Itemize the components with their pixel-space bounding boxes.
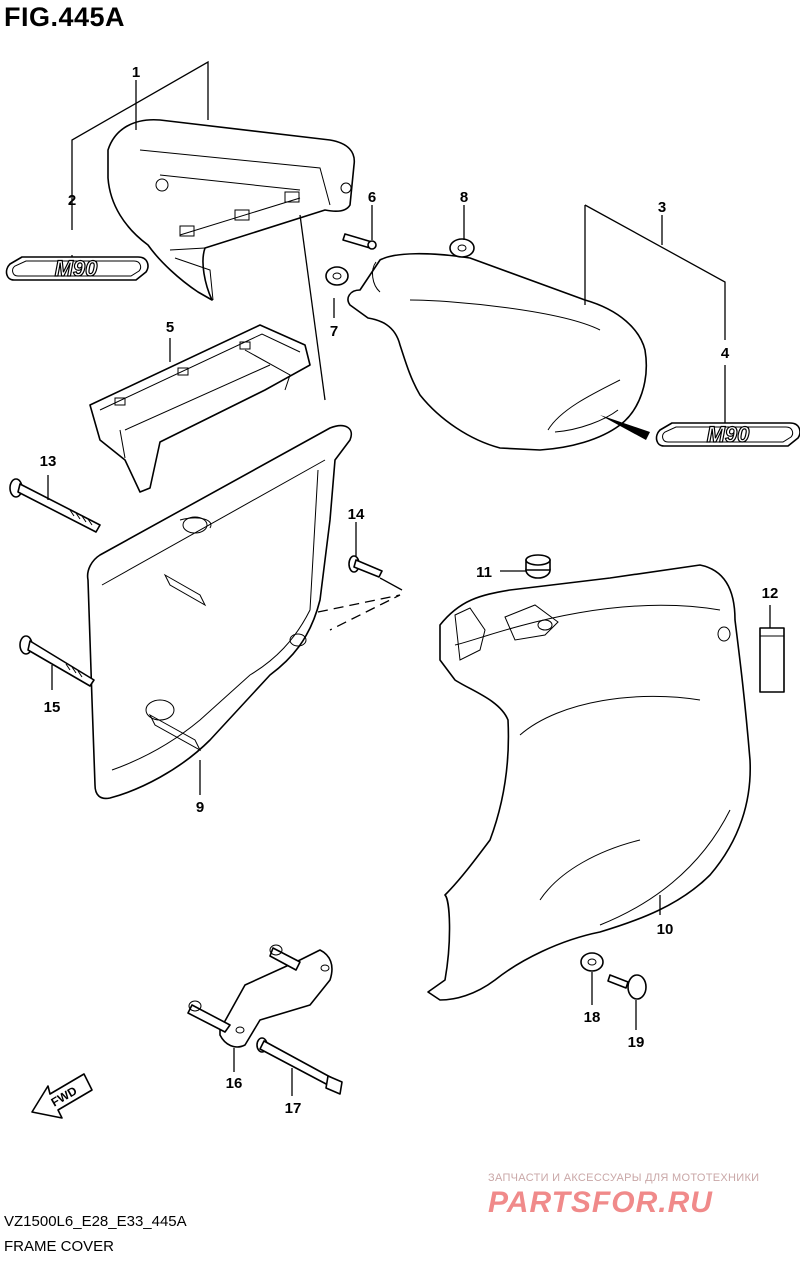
part-17-bolt[interactable]: [256, 1037, 343, 1095]
callout-4: 4: [721, 345, 730, 362]
callout-5: 5: [166, 319, 174, 336]
part-18-grommet[interactable]: [580, 952, 604, 972]
leader-lines: [47, 60, 771, 1096]
callout-2: 2: [68, 192, 76, 209]
callout-11: 11: [476, 564, 492, 581]
callout-6: 6: [368, 189, 376, 206]
part-13-bolt[interactable]: [9, 478, 101, 533]
figure-title: FIG.445A: [4, 2, 126, 32]
callout-9: 9: [196, 799, 204, 816]
part-16-stay[interactable]: [187, 944, 333, 1048]
part-9-lower-cover[interactable]: [86, 424, 352, 800]
part-11-grommet[interactable]: [525, 554, 551, 579]
emblem-left[interactable]: M90: [5, 255, 149, 282]
model-code: VZ1500L6_E28_E33_445A: [4, 1213, 187, 1230]
part-3-side-cover[interactable]: [347, 252, 648, 451]
emblem-left-text: M90: [55, 256, 99, 281]
part-10-rear-cover[interactable]: [427, 564, 752, 1001]
part-7-grommet[interactable]: [325, 266, 349, 286]
callout-18: 18: [584, 1009, 601, 1026]
watermark-logo: PARTSFOR.RU: [488, 1186, 713, 1219]
section-name: FRAME COVER: [4, 1238, 115, 1255]
emblem-right[interactable]: M90: [655, 421, 800, 448]
part-1-upper-cover[interactable]: [107, 118, 356, 301]
callout-10: 10: [657, 921, 674, 938]
callout-12: 12: [762, 585, 779, 602]
emblem-pointer-arrow: [600, 415, 650, 440]
watermark-tagline: ЗАПЧАСТИ И АКСЕССУАРЫ ДЛЯ МОТОТЕХНИКИ: [488, 1172, 760, 1184]
part-6-screw[interactable]: [342, 233, 377, 250]
part-8-grommet[interactable]: [449, 238, 475, 258]
callout-19: 19: [628, 1034, 645, 1051]
callout-1: 1: [132, 64, 140, 81]
callout-7: 7: [330, 323, 338, 340]
callout-15: 15: [44, 699, 61, 716]
callout-14: 14: [348, 506, 365, 523]
fwd-arrow: FWD: [31, 1073, 93, 1119]
part-14-bolt[interactable]: [348, 555, 383, 578]
callout-17: 17: [285, 1100, 302, 1117]
callout-13: 13: [40, 453, 57, 470]
part-5-bracket[interactable]: [89, 324, 311, 493]
part-15-bolt[interactable]: [19, 635, 95, 687]
callout-16: 16: [226, 1075, 243, 1092]
emblem-right-text: M90: [707, 422, 751, 447]
callout-8: 8: [460, 189, 468, 206]
part-19-bolt[interactable]: [607, 974, 647, 1000]
part-12-pad[interactable]: [759, 627, 785, 693]
callout-3: 3: [658, 199, 666, 216]
callout-labels: 1 2 3 4 5 6 7 8 9 10 11 12 13 14 15 16 1…: [40, 64, 779, 1117]
